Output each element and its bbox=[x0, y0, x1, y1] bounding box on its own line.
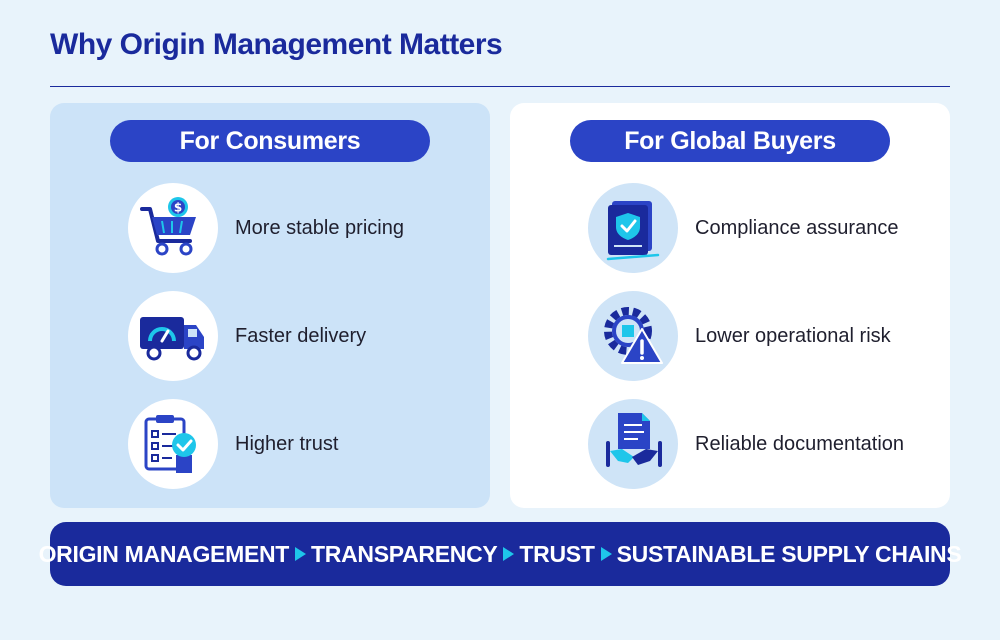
item-label: Faster delivery bbox=[235, 325, 367, 347]
page-title: Why Origin Management Matters bbox=[50, 28, 503, 61]
flow-banner: ORIGIN MANAGEMENT TRANSPARENCY TRUST SUS… bbox=[39, 522, 962, 586]
handshake-document-icon bbox=[588, 399, 678, 489]
item-label: Compliance assurance bbox=[695, 217, 899, 239]
shopping-cart-dollar-icon: $ bbox=[128, 183, 218, 273]
consumers-item-trust: Higher trust bbox=[128, 399, 468, 489]
buyers-item-documentation: Reliable documentation bbox=[588, 399, 928, 489]
buyers-item-risk: Lower operational risk bbox=[588, 291, 928, 381]
consumers-heading: For Consumers bbox=[110, 120, 430, 162]
flow-step-transparency: TRANSPARENCY bbox=[311, 540, 498, 567]
shield-document-icon bbox=[588, 183, 678, 273]
flow-step-origin-management: ORIGIN MANAGEMENT bbox=[38, 540, 290, 567]
gear-warning-icon bbox=[588, 291, 678, 381]
play-arrow-icon bbox=[295, 547, 307, 561]
svg-text:$: $ bbox=[174, 201, 182, 215]
play-arrow-icon bbox=[503, 547, 515, 561]
title-divider bbox=[50, 86, 950, 87]
item-label: Reliable documentation bbox=[695, 433, 905, 455]
buyers-item-compliance: Compliance assurance bbox=[588, 183, 928, 273]
checklist-trust-icon bbox=[128, 399, 218, 489]
item-label: More stable pricing bbox=[235, 217, 404, 239]
consumers-item-delivery: Faster delivery bbox=[128, 291, 468, 381]
item-label: Lower operational risk bbox=[695, 325, 891, 347]
item-label: Higher trust bbox=[235, 433, 339, 455]
flow-step-sustainable-supply-chains: SUSTAINABLE SUPPLY CHAINS bbox=[616, 540, 962, 567]
buyers-heading: For Global Buyers bbox=[570, 120, 890, 162]
delivery-truck-speedometer-icon bbox=[128, 291, 218, 381]
buyers-panel: For Global Buyers Compliance assurance bbox=[510, 103, 950, 508]
play-arrow-icon bbox=[600, 547, 612, 561]
consumers-panel: For Consumers $ More stable pricing bbox=[50, 103, 490, 508]
flow-step-trust: TRUST bbox=[519, 540, 595, 567]
consumers-item-pricing: $ More stable pricing bbox=[128, 183, 468, 273]
